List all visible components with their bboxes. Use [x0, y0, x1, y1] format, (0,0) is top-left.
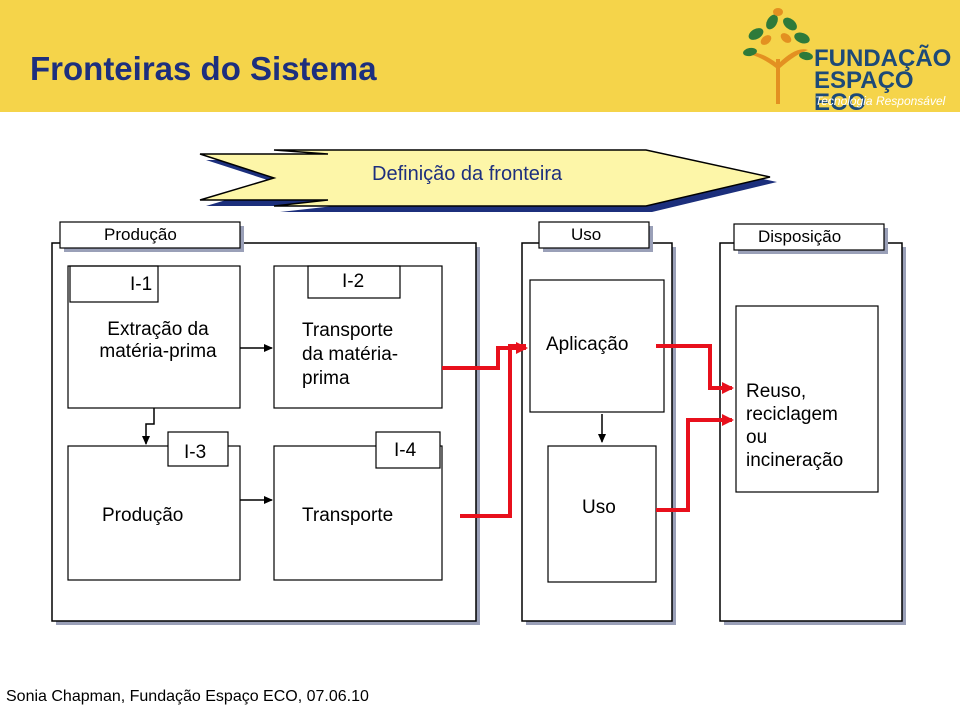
- phase-tab-disposicao: [733, 223, 885, 251]
- reuse-box: [735, 305, 879, 493]
- transport-label: Transporte: [302, 505, 394, 526]
- use-label: Uso: [582, 497, 616, 518]
- tree-logo-icon: [743, 8, 813, 104]
- application-label: Aplicação: [546, 334, 629, 355]
- i3-tab: [167, 431, 229, 467]
- phase-tab-uso: [538, 221, 650, 249]
- phase-label-uso: Uso: [571, 225, 602, 244]
- label-i3: I-3: [184, 442, 207, 463]
- phase-label-disposicao: Disposição: [758, 227, 842, 246]
- production-label: Produção: [102, 505, 184, 526]
- phase-label-producao: Produção: [104, 225, 177, 244]
- red-arrow-transport-up: [460, 344, 526, 518]
- arrow-extraction-to-production: [142, 408, 155, 445]
- label-i1: I-1: [130, 274, 153, 295]
- red-arrow-application-to-reuse: [656, 344, 734, 394]
- phase-tab-producao: [59, 221, 241, 249]
- i2-tab: [307, 265, 401, 299]
- footer-credit: Sonia Chapman, Fundação Espaço ECO, 07.0…: [6, 688, 369, 705]
- label-i4: I-4: [394, 440, 417, 461]
- raw-transport-label: Transporte da matéria- prima: [302, 320, 399, 389]
- reuse-label: Reuso, reciclagem ou incineração: [746, 381, 844, 471]
- use-box: [547, 445, 657, 583]
- page-title: Fronteiras do Sistema: [30, 50, 377, 87]
- i1-tab: [69, 265, 159, 303]
- logo-name: FUNDAÇÃO ESPAÇO ECO: [814, 45, 952, 116]
- logo-tagline: Tecnologia Responsável: [815, 94, 946, 108]
- boundary-banner: [199, 149, 777, 212]
- raw-transport-box: [273, 265, 443, 409]
- production-box: [67, 445, 241, 581]
- extraction-label: Extração da matéria-prima: [99, 319, 217, 362]
- application-box: [529, 279, 665, 413]
- red-arrow-use-to-reuse: [656, 414, 734, 512]
- label-i2: I-2: [342, 271, 365, 292]
- i4-tab: [375, 431, 441, 469]
- banner-label: Definição da fronteira: [372, 163, 563, 185]
